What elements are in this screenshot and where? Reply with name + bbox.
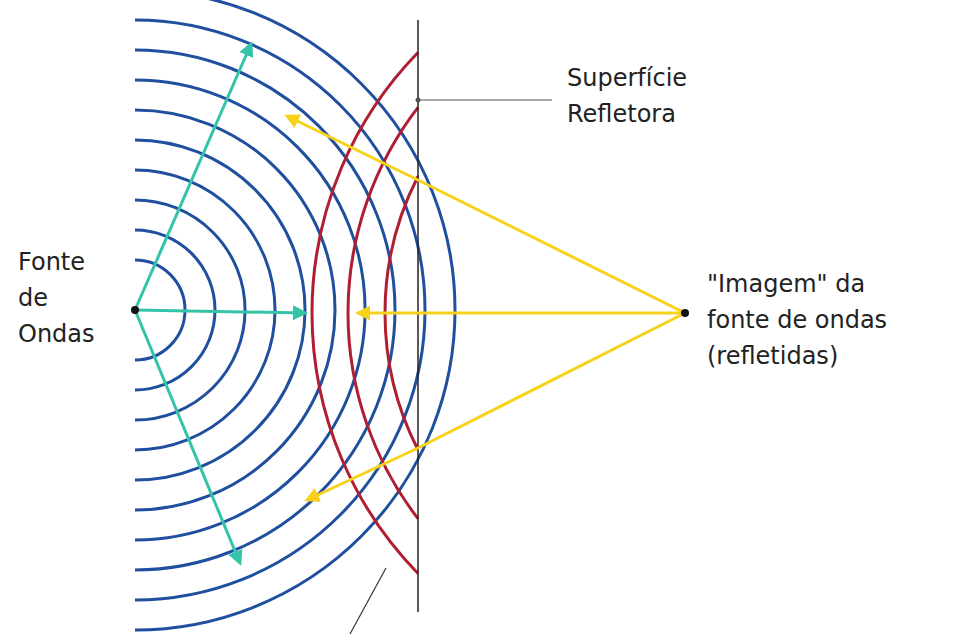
wavefront-arc bbox=[135, 140, 305, 480]
wavefront-arc bbox=[135, 50, 395, 570]
wavefront-arc bbox=[135, 110, 335, 510]
reflecting-surface bbox=[417, 20, 419, 612]
ray-arrow bbox=[307, 313, 685, 500]
ray-arrow bbox=[358, 312, 685, 315]
leader-line bbox=[418, 99, 552, 100]
image-label: "Imagem" da fonte de ondas (refletidas) bbox=[707, 266, 899, 374]
source-label: Fonte de Ondas bbox=[18, 244, 95, 352]
ray-arrow bbox=[135, 310, 240, 563]
image-point bbox=[681, 309, 689, 317]
ray-arrow bbox=[135, 44, 251, 310]
ray-arrow bbox=[287, 116, 685, 313]
incident-wavefronts bbox=[135, 0, 455, 630]
leader-line bbox=[350, 568, 386, 634]
ray-arrow bbox=[135, 310, 305, 313]
reflected-rays bbox=[287, 116, 685, 500]
wavefront-arc bbox=[135, 80, 365, 540]
incident-rays bbox=[135, 44, 305, 563]
leader-dot bbox=[416, 98, 421, 103]
wavefront-arc bbox=[135, 0, 455, 630]
source-point bbox=[131, 306, 139, 314]
surface-label: Superfície Refletora bbox=[567, 60, 687, 132]
